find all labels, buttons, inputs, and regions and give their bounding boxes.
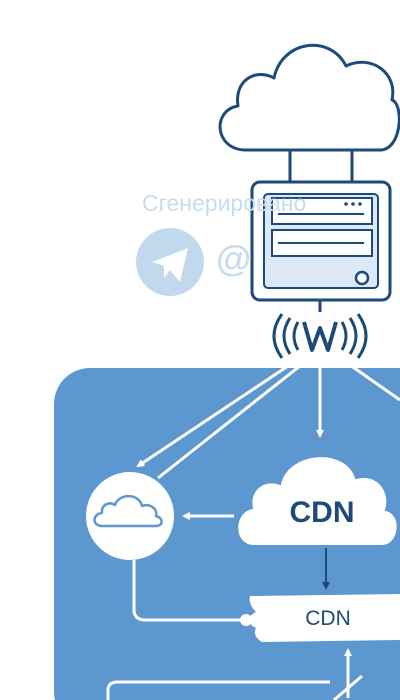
cdn-cloud-label: CDN [289,496,355,529]
server-connectors [136,356,400,480]
watermark-handle: @ [216,238,252,279]
cdn-banner [240,594,400,642]
cdn-cloud [236,455,399,547]
signal-waves-icon [272,300,368,359]
connector-cloud-to-banner [132,560,250,622]
telegram-icon [136,228,204,296]
watermark-caption: Сгенерировано [142,190,307,216]
small-cloud-node [86,472,174,560]
origin-cloud-icon [218,43,400,152]
cdn-banner-label: CDN [305,607,351,630]
server-icon [250,180,392,302]
